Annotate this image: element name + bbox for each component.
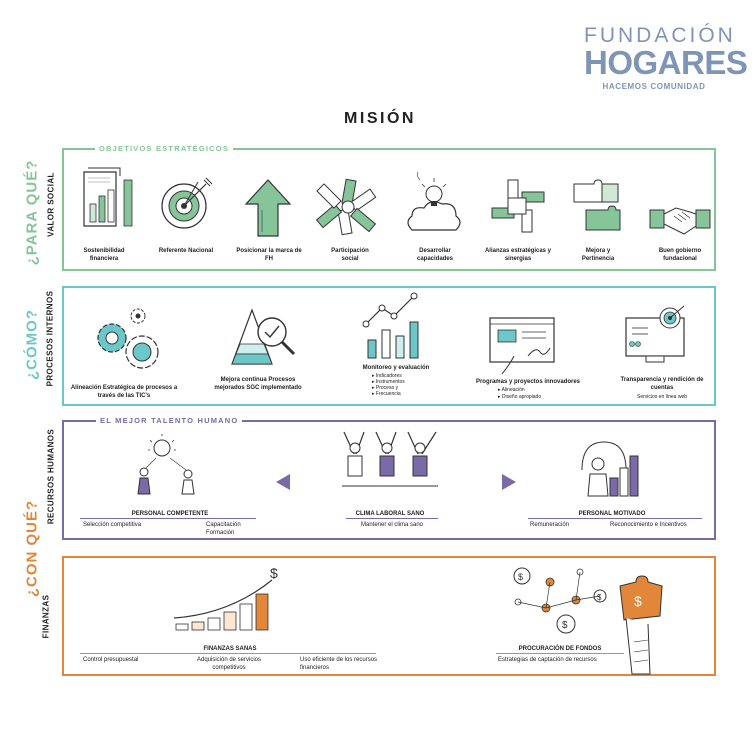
- finance-sub-2-1: Estrategias de captación de recursos: [498, 657, 597, 663]
- finance-sub-1-2: Adquisición de servicios competitivos: [196, 657, 262, 671]
- growing-bars-icon: $: [173, 565, 278, 631]
- hr-underline-2: [346, 518, 438, 519]
- document-chart-icon: [83, 167, 133, 227]
- raised-arms-icon: [342, 431, 438, 487]
- svg-text:$: $: [518, 572, 523, 582]
- process-bullet-4-2: ▸ Diseño apropiado: [498, 394, 542, 400]
- finance-sub-1-1: Control presupuestal: [83, 657, 139, 663]
- hr-underline-1: [80, 518, 256, 519]
- social-label-4: Participación social: [331, 248, 369, 262]
- presentation-icon: [489, 317, 555, 375]
- svg-text:$: $: [597, 593, 602, 602]
- svg-text:$: $: [562, 620, 568, 631]
- team-idea-icon: [137, 434, 195, 495]
- process-bullet-3-4: ▸ Frecuencia: [372, 391, 401, 397]
- finance-box: [62, 556, 716, 676]
- linked-hands-icon: [491, 179, 545, 233]
- up-arrow-icon: [244, 179, 292, 237]
- svg-text:$: $: [634, 593, 642, 609]
- process-label-1: Alineación Estratégica de procesos a tra…: [70, 385, 178, 399]
- process-label-4: Programas y proyectos innovadores: [475, 379, 581, 385]
- logo-tagline: HACEMOS COMUNIDAD: [602, 82, 706, 91]
- handshake-icon: [649, 207, 711, 235]
- pyramid-magnifier-icon: [231, 308, 296, 365]
- process-bullet-3-1: ▸ Indicadores: [372, 373, 402, 379]
- finance-underline-1: [80, 653, 376, 654]
- social-question: ¿PARA QUÉ?: [23, 159, 41, 266]
- social-value-box: [62, 148, 716, 271]
- hr-sub-1-1: Selección competitiva: [83, 522, 142, 528]
- bar-line-chart-icon: [362, 292, 419, 359]
- lightbulb-cloud-icon: [407, 171, 461, 231]
- joined-hands-icon: [315, 178, 377, 236]
- right-arrow-icon: [502, 474, 516, 490]
- hr-title-1: PERSONAL COMPETENTE: [131, 511, 209, 517]
- social-label-3: Posicionar la marca de FH: [236, 248, 302, 262]
- human-resources-box: [62, 420, 716, 540]
- social-label-8: Buen gobierno fundacional: [658, 248, 702, 262]
- human-perspective: RECURSOS HUMANOS: [46, 428, 56, 525]
- strategic-objectives-tag: OBJETIVOS ESTRATÉGICOS: [95, 144, 234, 153]
- finance-perspective: FINANZAS: [41, 594, 51, 639]
- puzzle-pieces-icon: [573, 179, 621, 231]
- finance-underline-2: [496, 653, 624, 654]
- process-bullet-3-3: ▸ Proceso y: [372, 385, 399, 391]
- social-label-7: Mejora y Pertinencia: [581, 248, 615, 262]
- finance-title-1: FINANZAS SANAS: [203, 646, 257, 652]
- logo-line1: FUNDACIÓN: [584, 24, 736, 47]
- finance-sub-1-3: Uso eficiente de los recursos financiero…: [300, 657, 378, 671]
- page-title: MISIÓN: [344, 110, 416, 127]
- processes-perspective: PROCESOS INTERNOS: [45, 290, 55, 387]
- human-question: ¿CON QUÉ?: [23, 499, 41, 598]
- monitor-target-icon: [625, 305, 685, 363]
- growth-person-icon: [581, 441, 639, 497]
- hr-title-3: PERSONAL MOTIVADO: [578, 511, 646, 517]
- process-label-2: Mejora continua Procesos mejorados SGC i…: [214, 377, 302, 391]
- social-label-1: Sostenibilidad financiera: [83, 248, 125, 262]
- hr-sub-3-1: Remuneración: [530, 522, 570, 528]
- svg-text:$: $: [270, 565, 278, 581]
- process-bullet-4-1: ▸ Alineación: [498, 387, 525, 393]
- hr-sub-2-1: Mantener el clima sano: [360, 522, 424, 528]
- hr-title-2: CLIMA LABORAL SANO: [355, 511, 425, 517]
- social-label-6: Alianzas estratégicas y sinergias: [484, 248, 552, 262]
- social-perspective: VALOR SOCIAL: [46, 172, 56, 237]
- hr-underline-3: [528, 518, 702, 519]
- process-label-3: Monitoreo y evaluación: [362, 365, 430, 371]
- hand-puzzle-icon: $ $ $ $: [513, 567, 663, 675]
- logo-line2: HOGARES: [584, 44, 748, 81]
- process-label-5: Transparencia y rendición de cuentas: [620, 377, 704, 391]
- social-label-2: Referente Nacional: [158, 248, 214, 254]
- target-icon: [161, 177, 213, 229]
- process-bullet-3-2: ▸ Instrumentos: [372, 379, 405, 385]
- processes-question: ¿CÓMO?: [23, 309, 41, 380]
- finance-title-2: PROCURACIÓN DE FONDOS: [518, 646, 602, 652]
- hr-sub-1-2: Capacitación Formación: [206, 522, 241, 536]
- process-bullet-5-1: Servicios en línea web: [636, 394, 688, 400]
- social-label-5: Desarrollar capacidades: [416, 248, 454, 262]
- left-arrow-icon: [276, 474, 290, 490]
- best-talent-tag: EL MEJOR TALENTO HUMANO: [96, 416, 243, 425]
- hr-sub-3-2: Reconocimiento e Incentivos: [610, 522, 687, 528]
- internal-processes-box: [62, 286, 716, 406]
- gears-icon: [97, 308, 159, 369]
